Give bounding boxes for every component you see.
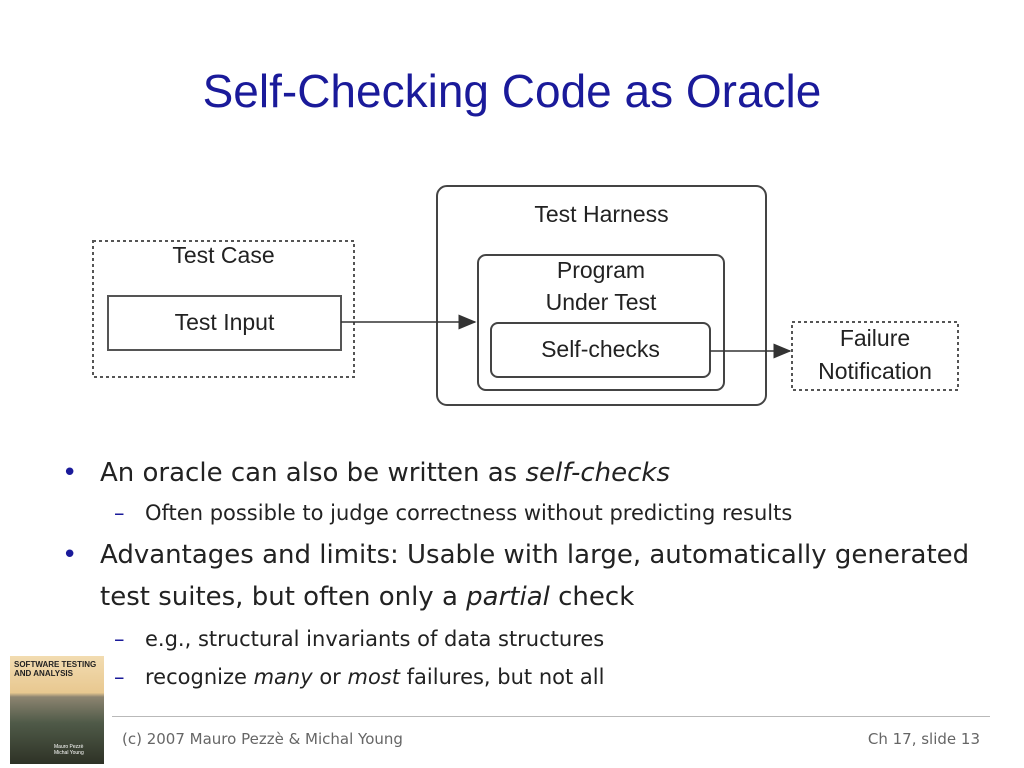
slide-title: Self-Checking Code as Oracle bbox=[202, 65, 822, 117]
sub-bullet-item: –recognize many or most failures, but no… bbox=[62, 658, 982, 696]
book-authors: Mauro Pezzè Michal Young bbox=[54, 744, 102, 756]
bullet-list: • An oracle can also be written as self-c… bbox=[62, 452, 982, 696]
sub-bullet-text: or bbox=[312, 665, 348, 689]
book-title-line: SOFTWARE TESTING bbox=[14, 660, 97, 669]
bullet-text: An oracle can also be written as bbox=[100, 458, 526, 488]
self-checks-box bbox=[490, 322, 711, 378]
footer-divider bbox=[112, 716, 990, 717]
failure-notification-box bbox=[791, 321, 959, 391]
book-cover-image: SOFTWARE TESTING AND ANALYSIS Mauro Pezz… bbox=[10, 656, 104, 764]
sub-bullet-text: failures, but not all bbox=[399, 665, 605, 689]
bullet-text-end: check bbox=[549, 582, 635, 612]
footer-copyright: (c) 2007 Mauro Pezzè & Michal Young bbox=[122, 730, 403, 748]
test-input-box bbox=[107, 295, 342, 351]
sub-bullet-emphasis: most bbox=[347, 665, 400, 689]
failure-label-line1: Failure bbox=[839, 325, 911, 351]
footer-slide-number: Ch 17, slide 13 bbox=[867, 730, 980, 748]
bullet-item: • An oracle can also be written as self-c… bbox=[62, 452, 982, 494]
bullet-emphasis: partial bbox=[466, 582, 550, 612]
diagram-svg bbox=[92, 185, 959, 406]
bullet-text: Advantages and limits: Usable with large… bbox=[100, 540, 970, 612]
bullet-dot-icon: • bbox=[62, 540, 78, 570]
program-under-test-label-line2: Under Test bbox=[545, 289, 657, 315]
book-author: Michal Young bbox=[54, 750, 84, 756]
sub-bullet-text: e.g., structural invariants of data stru… bbox=[145, 627, 605, 651]
sub-bullet-item: –e.g., structural invariants of data str… bbox=[62, 620, 982, 658]
test-harness-label: Test Harness bbox=[534, 201, 669, 227]
sub-bullet-text: recognize bbox=[145, 665, 254, 689]
book-author: Mauro Pezzè bbox=[54, 744, 84, 750]
book-title-line: AND ANALYSIS bbox=[14, 669, 73, 678]
sub-bullet-emphasis: many bbox=[253, 665, 313, 689]
sub-bullet-item: –Often possible to judge correctness wit… bbox=[62, 494, 982, 532]
bullet-item: • Advantages and limits: Usable with larg… bbox=[62, 534, 982, 618]
self-checks-label: Self-checks bbox=[541, 336, 660, 362]
dash-icon: – bbox=[114, 665, 125, 689]
sub-bullet-text: Often possible to judge correctness with… bbox=[145, 501, 793, 525]
test-case-label: Test Case bbox=[172, 242, 275, 268]
program-under-test-label-line1: Program bbox=[556, 257, 646, 283]
book-title: SOFTWARE TESTING AND ANALYSIS bbox=[14, 660, 102, 678]
bullet-dot-icon: • bbox=[62, 458, 78, 488]
test-input-label: Test Input bbox=[174, 309, 275, 335]
dash-icon: – bbox=[114, 501, 125, 525]
failure-label-line2: Notification bbox=[818, 358, 932, 384]
bullet-emphasis: self-checks bbox=[525, 458, 671, 488]
dash-icon: – bbox=[114, 627, 125, 651]
